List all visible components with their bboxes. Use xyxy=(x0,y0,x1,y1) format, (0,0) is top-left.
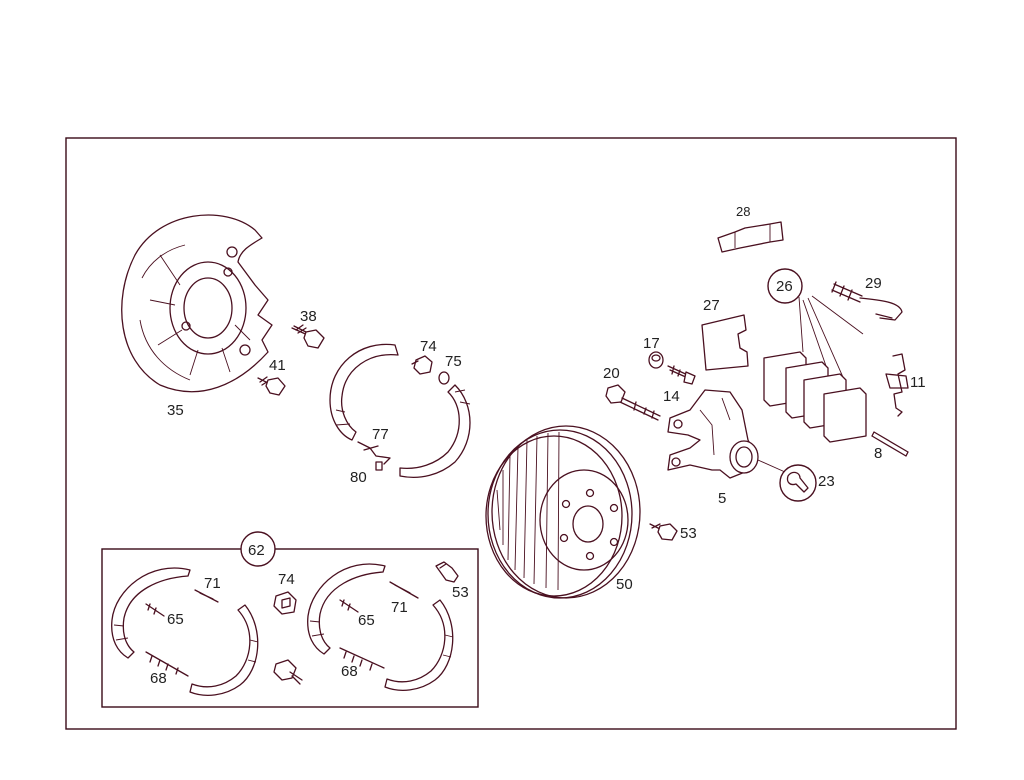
guide-pin-8 xyxy=(871,431,909,457)
label-29: 29 xyxy=(865,275,882,292)
label-20: 20 xyxy=(603,365,620,382)
label-28: 28 xyxy=(736,204,750,219)
label-kit-53: 53 xyxy=(452,584,469,601)
brake-disc-50 xyxy=(485,425,641,599)
bolt-38 xyxy=(291,324,325,349)
wear-sensor-29 xyxy=(831,281,903,321)
label-27: 27 xyxy=(703,297,720,314)
wrench-icon xyxy=(786,471,809,493)
label-77: 77 xyxy=(372,426,389,443)
bleeder-screw-14 xyxy=(667,365,696,385)
kit-bolt xyxy=(273,659,303,685)
label-8: 8 xyxy=(874,445,882,462)
label-74: 74 xyxy=(420,338,437,355)
kit-adjuster-74 xyxy=(273,591,297,615)
label-41: 41 xyxy=(269,357,286,374)
label-kit-left-65: 65 xyxy=(167,611,184,628)
label-35: 35 xyxy=(167,402,184,419)
kit-bolt-53 xyxy=(435,561,459,583)
dust-cap-17 xyxy=(648,351,664,369)
shim-27 xyxy=(701,314,749,371)
label-kit-left-71: 71 xyxy=(204,575,221,592)
label-17: 17 xyxy=(643,335,660,352)
bolt-41 xyxy=(257,376,286,396)
label-75: 75 xyxy=(445,353,462,370)
label-5: 5 xyxy=(718,490,726,507)
clip-28 xyxy=(717,221,784,253)
parking-brake-shoes xyxy=(329,343,471,478)
label-26: 26 xyxy=(776,278,793,295)
label-23: 23 xyxy=(818,473,835,490)
label-80: 80 xyxy=(350,469,367,486)
guide-bolt-20 xyxy=(605,384,661,421)
callout-23 xyxy=(779,464,817,502)
label-kit-74: 74 xyxy=(278,571,295,588)
label-50: 50 xyxy=(616,576,633,593)
label-38: 38 xyxy=(300,308,317,325)
kit-left-shoes xyxy=(111,567,259,696)
label-53: 53 xyxy=(680,525,697,542)
label-62: 62 xyxy=(248,542,265,559)
label-kit-left-68: 68 xyxy=(150,670,167,687)
label-kit-right-68: 68 xyxy=(341,663,358,680)
brake-pads-26 xyxy=(763,295,867,443)
kit-right-shoes xyxy=(307,563,454,691)
label-14: 14 xyxy=(663,388,680,405)
caliper-5 xyxy=(667,389,786,479)
diagram-frame xyxy=(65,137,957,730)
label-kit-right-65: 65 xyxy=(358,612,375,629)
callout-62 xyxy=(240,531,276,567)
label-11: 11 xyxy=(910,374,926,391)
label-kit-right-71: 71 xyxy=(391,599,408,616)
callout-26 xyxy=(767,268,803,304)
backing-plate-35 xyxy=(121,214,273,393)
bolt-53 xyxy=(649,523,678,541)
kit-62-frame xyxy=(101,548,479,708)
spring-clip-11 xyxy=(885,353,909,417)
